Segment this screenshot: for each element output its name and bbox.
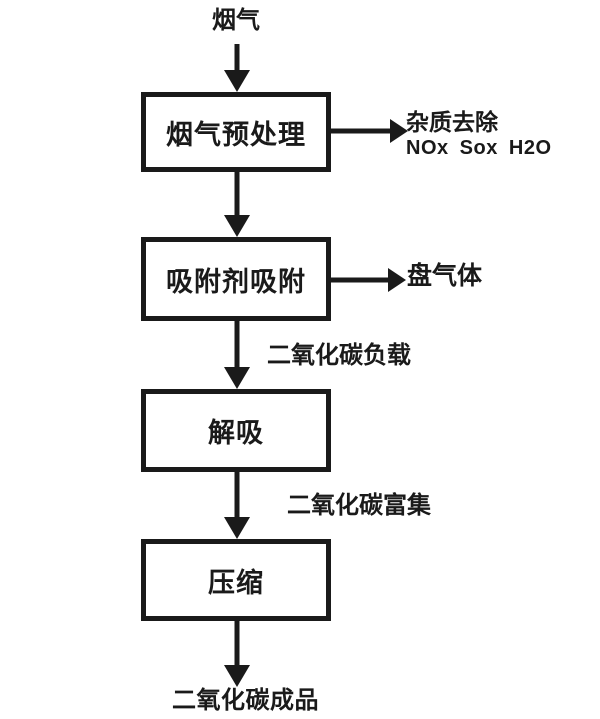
- branch-label-offgas: 盘气体: [407, 262, 483, 290]
- branch-label-impurity-line1: 杂质去除: [406, 109, 498, 135]
- node-pretreatment-label: 烟气预处理: [166, 119, 306, 150]
- branch-label-impurity-line2: NOx Sox H2O: [406, 137, 552, 160]
- output-label: 二氧化碳成品: [172, 687, 319, 714]
- node-compression: 压缩: [141, 539, 331, 621]
- arrow-compression-to-product-icon: [224, 621, 250, 687]
- node-desorption-label: 解吸: [208, 418, 264, 448]
- arrow-adsorption-to-desorption-icon: [224, 321, 250, 389]
- arrow-impurity-removal-icon: [331, 119, 408, 143]
- arrow-flue-gas-in-icon: [224, 44, 250, 92]
- node-pretreatment: 烟气预处理: [141, 92, 331, 172]
- node-compression-label: 压缩: [208, 567, 264, 598]
- node-adsorption: 吸附剂吸附: [141, 237, 331, 321]
- edge-label-co2-enriched: 二氧化碳富集: [287, 492, 431, 519]
- node-desorption: 解吸: [141, 389, 331, 472]
- arrow-pretreatment-to-adsorption-icon: [224, 172, 250, 237]
- branch-label-impurity-removal: 杂质去除 NOx Sox H2O: [406, 109, 552, 160]
- source-label: 烟气: [212, 7, 260, 34]
- arrow-offgas-icon: [331, 268, 406, 292]
- arrow-desorption-to-compression-icon: [224, 472, 250, 539]
- node-adsorption-label: 吸附剂吸附: [166, 266, 306, 297]
- edge-label-co2-loaded: 二氧化碳负载: [267, 342, 411, 369]
